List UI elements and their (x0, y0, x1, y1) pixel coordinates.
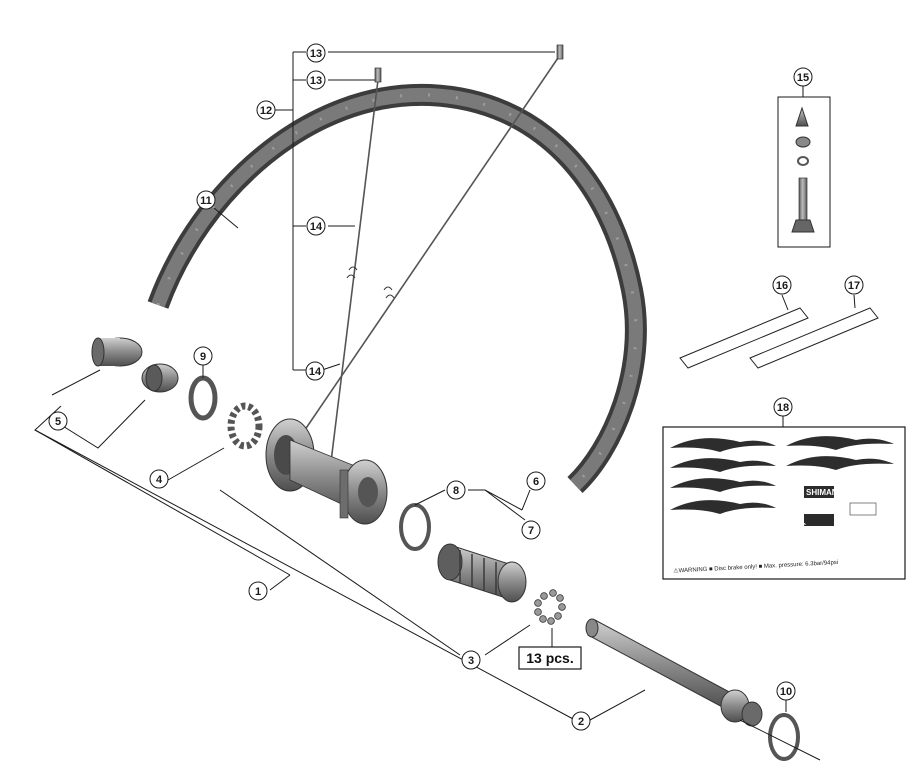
seal-ring-8 (399, 503, 431, 551)
axle (585, 618, 763, 727)
quantity-label-box: 13 pcs. (518, 646, 582, 670)
svg-text:13: 13 (310, 48, 322, 60)
svg-text:9: 9 (200, 351, 206, 363)
callout-5: 5 (48, 411, 68, 431)
svg-text:1: 1 (255, 586, 261, 598)
left-spacer-cylinder (91, 337, 143, 367)
svg-text:12: 12 (260, 105, 272, 117)
leader-lines (34, 51, 856, 761)
washer-9 (188, 375, 218, 421)
callout-18: 18 (773, 397, 793, 417)
svg-text:5: 5 (55, 416, 61, 428)
callout-17: 17 (844, 275, 864, 295)
sticker-swooshes (670, 436, 894, 514)
svg-text:18: 18 (777, 402, 789, 414)
o-ring-10 (768, 713, 800, 761)
sticker-logo-top: SHIMANO (806, 488, 844, 497)
svg-text:11: 11 (200, 195, 212, 207)
svg-text:8: 8 (453, 485, 459, 497)
spokes (297, 54, 561, 471)
rim (147, 83, 647, 493)
svg-text:3: 3 (468, 655, 474, 667)
valve-parts-box (777, 96, 831, 248)
svg-text:17: 17 (848, 280, 860, 292)
bearing-ring-4 (227, 402, 263, 450)
callout-3: 3 (461, 650, 481, 670)
rim-tape-17 (749, 307, 879, 369)
callout-16: 16 (772, 275, 792, 295)
sticker-sheet: SHIMANO SHIMANO ⚠WARNING ■ Disc brake on… (662, 426, 906, 580)
steel-balls-ring (534, 589, 566, 625)
callout-12: 12 (256, 100, 276, 120)
callout-14-lower: 14 (305, 361, 325, 381)
callout-8: 8 (446, 480, 466, 500)
nipple-top-right (556, 44, 564, 60)
svg-text:7: 7 (528, 525, 534, 537)
callout-13-top: 13 (306, 43, 326, 63)
sticker-logo-bottom: SHIMANO (768, 521, 806, 530)
svg-text:10: 10 (780, 686, 792, 698)
callout-14-upper: 14 (306, 216, 326, 236)
rim-tape-16 (679, 307, 809, 369)
callout-11: 11 (196, 190, 216, 210)
hub-body (265, 418, 388, 525)
svg-text:2: 2 (578, 716, 584, 728)
svg-text:15: 15 (797, 72, 809, 84)
callout-13-second: 13 (306, 70, 326, 90)
callout-2: 2 (571, 711, 591, 731)
callout-10: 10 (776, 681, 796, 701)
svg-text:14: 14 (310, 221, 323, 233)
svg-text:14: 14 (309, 366, 322, 378)
callout-7: 7 (521, 520, 541, 540)
callout-4: 4 (149, 469, 169, 489)
svg-text:6: 6 (533, 476, 539, 488)
svg-text:16: 16 (776, 280, 788, 292)
callout-15: 15 (793, 67, 813, 87)
left-locknut (141, 363, 179, 393)
nipple-top-left (374, 67, 382, 83)
callout-9: 9 (193, 346, 213, 366)
freehub-body (437, 543, 527, 603)
svg-text:13: 13 (310, 75, 322, 87)
svg-text:4: 4 (156, 474, 163, 486)
callout-1: 1 (248, 581, 268, 601)
callout-6: 6 (526, 471, 546, 491)
quantity-label: 13 pcs. (526, 650, 573, 666)
